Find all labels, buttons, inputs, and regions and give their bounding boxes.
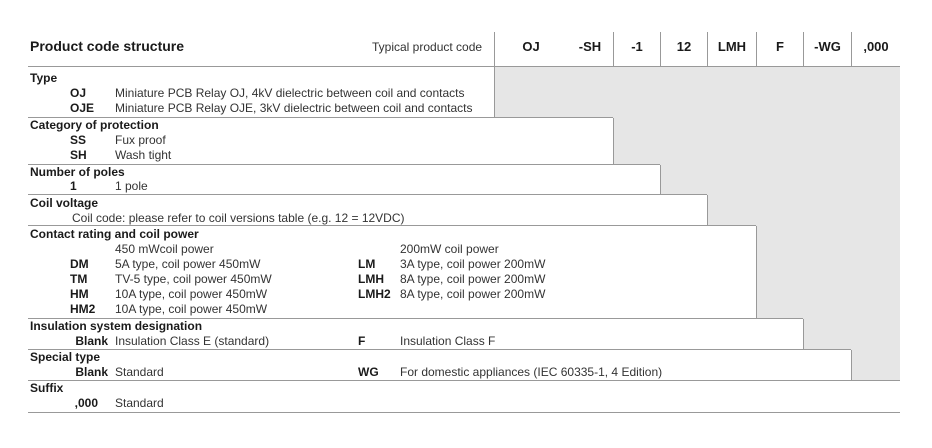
contact-desc-lmh2: 8A type, coil power 200mW <box>400 287 546 301</box>
divider <box>28 318 803 319</box>
contact-code-dm: DM <box>70 257 89 271</box>
coil-panel <box>28 195 708 225</box>
type-desc-oj: Miniature PCB Relay OJ, 4kV dielectric b… <box>115 86 465 100</box>
contact-right-subheading: 200mW coil power <box>400 242 499 256</box>
insulation-desc-blank: Insulation Class E (standard) <box>115 334 270 348</box>
contact-panel <box>28 226 757 318</box>
coil-voltage-heading: Coil voltage <box>30 196 99 210</box>
contact-desc-hm: 10A type, coil power 450mW <box>115 287 268 301</box>
code-wg: -WG <box>814 39 841 54</box>
poles-code-1: 1 <box>70 179 77 193</box>
contact-code-lm: LM <box>358 257 376 271</box>
type-code-oj: OJ <box>70 86 87 100</box>
protection-code-ss: SS <box>70 133 87 147</box>
code-12: 12 <box>676 39 692 54</box>
protection-desc-ss: Fux proof <box>115 133 166 147</box>
insulation-code-blank: Blank <box>75 334 108 348</box>
type-heading: Type <box>30 71 58 85</box>
divider <box>28 349 851 350</box>
suffix-desc-000: Standard <box>115 396 164 410</box>
special-type-heading: Special type <box>30 350 101 364</box>
insulation-heading: Insulation system designation <box>30 319 203 333</box>
code-oj: OJ <box>522 39 540 54</box>
code-box-poles: -1 <box>614 32 661 66</box>
divider <box>28 380 900 381</box>
special-code-blank: Blank <box>75 365 108 379</box>
suffix-code-000: ,000 <box>74 396 98 410</box>
code-lmh: LMH <box>717 39 747 54</box>
contact-code-tm: TM <box>70 272 88 286</box>
contact-rating-heading: Contact rating and coil power <box>30 227 199 241</box>
divider <box>28 412 900 413</box>
insulation-panel <box>28 319 804 349</box>
poles-panel <box>28 165 661 194</box>
divider <box>28 194 707 195</box>
coil-voltage-note: Coil code: please refer to coil versions… <box>72 211 405 225</box>
code-box-special: -WG <box>804 32 852 66</box>
contact-desc-lm: 3A type, coil power 200mW <box>400 257 546 271</box>
code-1: -1 <box>631 39 643 54</box>
divider <box>28 225 756 226</box>
contact-desc-tm: TV-5 type, coil power 450mW <box>115 272 272 286</box>
code-f: F <box>776 39 784 54</box>
code-box-type: OJ <box>494 32 568 66</box>
code-sh: -SH <box>578 39 602 54</box>
protection-code-sh: SH <box>70 148 87 162</box>
divider <box>28 164 660 165</box>
page-title: Product code structure <box>30 38 185 54</box>
contact-left-subheading: 450 mWcoil power <box>115 242 214 256</box>
code-box-coil: 12 <box>661 32 708 66</box>
divider <box>28 66 900 67</box>
contact-desc-hm2: 10A type, coil power 450mW <box>115 302 268 316</box>
special-panel <box>28 350 852 380</box>
protection-desc-sh: Wash tight <box>115 148 172 162</box>
contact-code-lmh2: LMH2 <box>358 287 391 301</box>
special-desc-blank: Standard <box>115 365 164 379</box>
type-panel <box>28 67 495 117</box>
insulation-desc-f: Insulation Class F <box>400 334 496 348</box>
contact-desc-lmh: 8A type, coil power 200mW <box>400 272 546 286</box>
special-desc-wg: For domestic appliances (IEC 60335-1, 4 … <box>400 365 663 379</box>
code-box-insulation: F <box>757 32 804 66</box>
divider <box>28 117 613 118</box>
contact-desc-dm: 5A type, coil power 450mW <box>115 257 261 271</box>
protection-heading: Category of protection <box>30 118 159 132</box>
code-box-contact: LMH <box>708 32 757 66</box>
contact-code-hm2: HM2 <box>70 302 96 316</box>
code-box-protection: -SH <box>567 32 614 66</box>
code-box-suffix: ,000 <box>852 32 900 66</box>
code-000: ,000 <box>863 39 889 54</box>
suffix-heading: Suffix <box>30 381 64 395</box>
contact-code-lmh: LMH <box>358 272 384 286</box>
suffix-panel <box>28 381 900 412</box>
typical-product-code-label: Typical product code <box>372 40 483 54</box>
special-code-wg: WG <box>358 365 379 379</box>
poles-desc-1: 1 pole <box>115 179 148 193</box>
insulation-code-f: F <box>358 334 366 348</box>
protection-panel <box>28 118 614 164</box>
contact-code-hm: HM <box>70 287 89 301</box>
poles-heading: Number of poles <box>30 165 125 179</box>
type-code-oje: OJE <box>70 101 95 115</box>
type-desc-oje: Miniature PCB Relay OJE, 3kV dielectric … <box>115 101 473 115</box>
